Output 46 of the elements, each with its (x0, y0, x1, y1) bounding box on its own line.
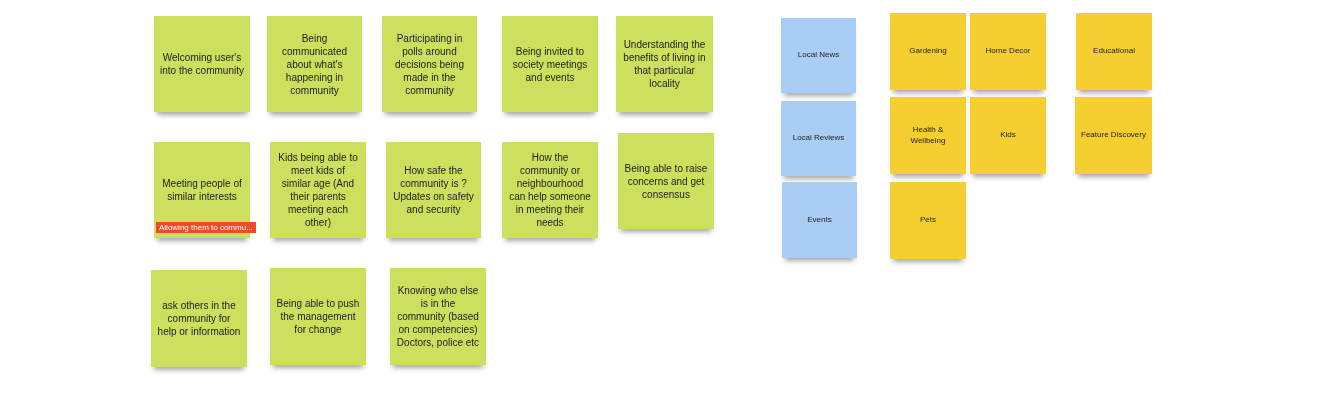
sticky-note (267, 16, 362, 112)
note-text: Knowing who else is in the community (based on competencies) Doctors, police etc (396, 284, 480, 349)
note-text: Events (807, 214, 832, 226)
sticky-note (1076, 13, 1152, 90)
note-text: Local Reviews (792, 133, 845, 144)
note-text: How safe the community is ? Updates on safety and security (392, 164, 475, 216)
sticky-note (890, 182, 966, 259)
note-text: Being able to push the management for change (276, 297, 360, 336)
sticky-note (151, 270, 247, 367)
sticky-note (618, 133, 714, 229)
sticky-note (390, 268, 486, 365)
sticky-note (502, 16, 598, 112)
sticky-note (1075, 97, 1152, 174)
sticky-note (502, 142, 598, 238)
sticky-note (970, 13, 1046, 90)
sticky-note (154, 16, 250, 112)
sticky-note (890, 13, 966, 90)
sticky-note (781, 101, 856, 176)
note-text: Meeting people of similar interests (161, 177, 243, 203)
note-text: Gardening (909, 46, 947, 57)
note-text: Kids being able to meet kids of similar age (And their parents meeting each other) (277, 151, 359, 229)
sticky-note (781, 18, 856, 93)
sticky-note (386, 142, 481, 238)
sticky-note (616, 16, 713, 112)
note-text: Local News (797, 50, 840, 61)
sticky-note (970, 97, 1046, 174)
note-text: Being able to raise concerns and get consensus (624, 161, 708, 201)
note-text: Being invited to society meetings and events (511, 44, 589, 84)
sticky-note (782, 182, 857, 258)
sticky-note (270, 142, 366, 238)
note-text: Home Decor (985, 46, 1031, 57)
sticky-note (382, 16, 477, 112)
note-text: Pets (920, 215, 936, 226)
note-text: Understanding the benefits of living in that particular locality (622, 38, 707, 90)
note-text: Kids (1000, 130, 1016, 141)
note-text: Welcoming user's into the community (160, 51, 244, 77)
note-text: Feature Discovery (1081, 130, 1146, 141)
sticky-note (270, 268, 366, 365)
note-text: Health & Wellbeing (909, 125, 947, 146)
tag-label: Allowing them to commu... (156, 222, 256, 233)
note-text: Participating in polls around decisions being made in the community (394, 31, 465, 97)
note-text: ask others in the community for help or information (157, 299, 241, 338)
note-text: Being communicated about what's happening in community (281, 31, 348, 97)
note-text: Educational (1093, 46, 1135, 57)
note-text: How the community or neighbourhood can help someone in meeting their needs (508, 151, 592, 229)
sticky-note (890, 97, 966, 174)
